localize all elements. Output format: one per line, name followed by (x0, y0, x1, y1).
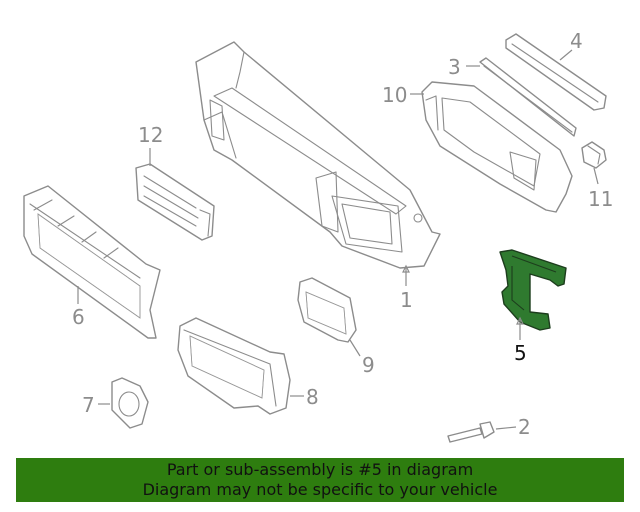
callout-6[interactable]: 6 (72, 305, 85, 329)
callout-11[interactable]: 11 (588, 187, 613, 211)
part-1-bumper-bar[interactable] (195, 41, 441, 269)
callout-12[interactable]: 12 (138, 123, 163, 147)
part-2-rivet[interactable] (447, 421, 495, 443)
part-5-bracket-highlighted[interactable] (499, 249, 567, 331)
callout-1[interactable]: 1 (400, 288, 413, 312)
callout-7[interactable]: 7 (82, 393, 95, 417)
part-6-grille[interactable] (23, 185, 161, 339)
part-4-upper-strip[interactable] (505, 33, 607, 111)
part-10-support-panel[interactable] (421, 81, 573, 213)
part-3-strip[interactable] (479, 57, 577, 137)
banner-line-disclaimer: Diagram may not be specific to your vehi… (142, 480, 498, 499)
part-12-bracket[interactable] (135, 163, 215, 241)
part-11-bolt[interactable] (581, 141, 607, 169)
callout-5[interactable]: 5 (514, 341, 527, 365)
leader-lines (77, 49, 599, 430)
callout-numbers: 1 2 3 4 5 6 7 8 9 10 11 12 (72, 29, 613, 439)
callout-9[interactable]: 9 (362, 353, 375, 377)
part-9-insert[interactable] (297, 277, 357, 343)
info-banner: Part or sub-assembly is #5 in diagram Di… (16, 458, 624, 502)
callout-4[interactable]: 4 (570, 29, 583, 53)
callout-3[interactable]: 3 (448, 55, 461, 79)
callout-2[interactable]: 2 (518, 415, 531, 439)
callout-8[interactable]: 8 (306, 385, 319, 409)
callout-10[interactable]: 10 (382, 83, 407, 107)
part-7-bezel[interactable] (111, 377, 149, 429)
part-8-lower-grille[interactable] (177, 317, 291, 415)
banner-line-part: Part or sub-assembly is #5 in diagram (166, 460, 474, 479)
